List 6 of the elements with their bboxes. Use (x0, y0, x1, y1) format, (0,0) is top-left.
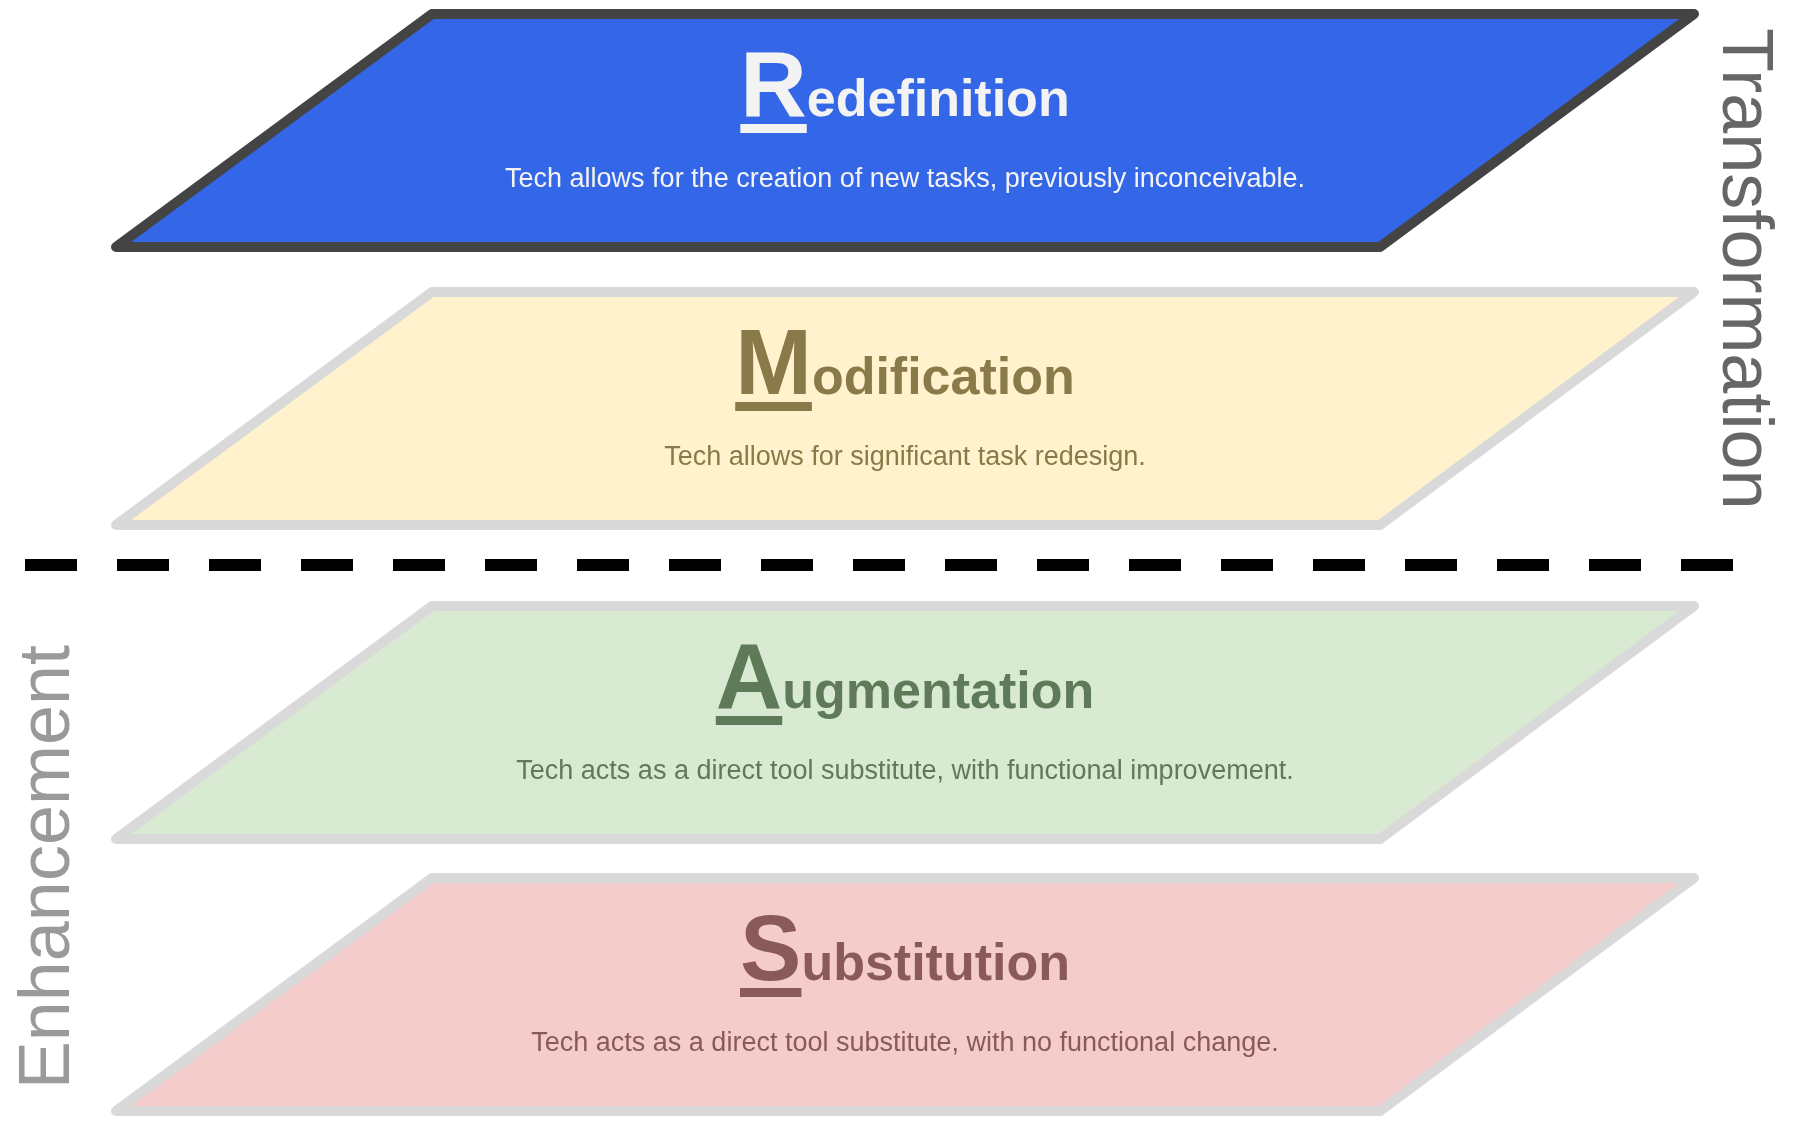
layer-description: Tech allows for the creation of new tasks, previously inconceivable. (505, 163, 1305, 194)
layer-description: Tech acts as a direct tool substitute, with functional improvement. (516, 755, 1294, 786)
side-label: Enhancement (8, 645, 80, 1090)
layer-description: Tech allows for significant task redesign. (664, 441, 1146, 472)
layer-description: Tech acts as a direct tool substitute, with no functional change. (531, 1027, 1279, 1058)
side-label: Transformation (1712, 28, 1784, 510)
